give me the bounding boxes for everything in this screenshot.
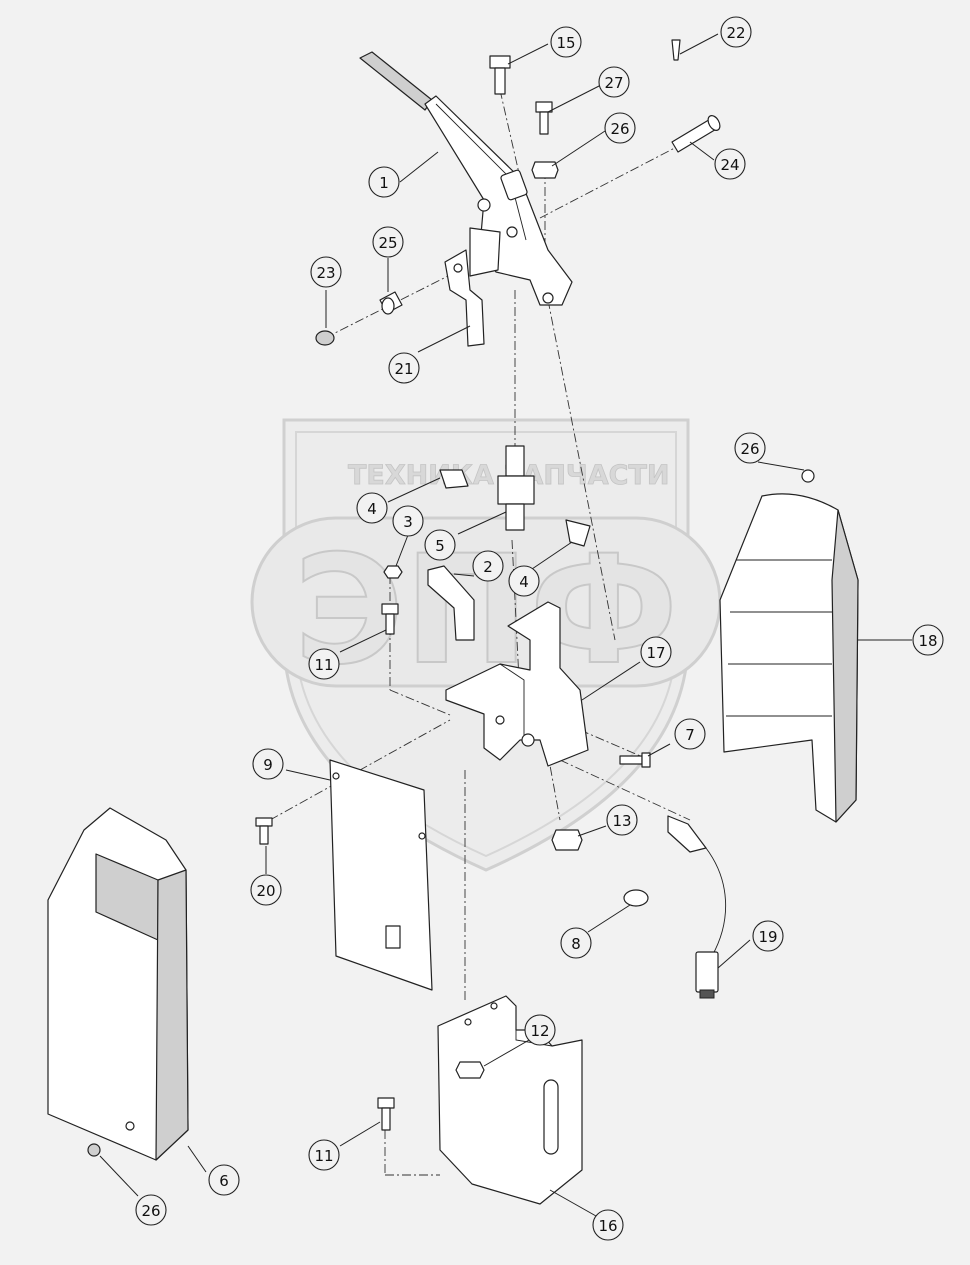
part-18-cover-right xyxy=(719,469,859,823)
callout-18: 18 xyxy=(912,624,944,656)
callout-26: 26 xyxy=(734,432,766,464)
part-24-pin xyxy=(671,115,721,153)
callout-17: 17 xyxy=(640,636,672,668)
callout-1: 1 xyxy=(368,166,400,198)
callout-26: 26 xyxy=(604,112,636,144)
callout-label: 15 xyxy=(556,34,575,52)
part-4-fitting-right xyxy=(565,519,591,547)
callout-label: 22 xyxy=(726,24,745,42)
part-12-nut xyxy=(455,1061,485,1079)
callout-label: 7 xyxy=(685,726,695,744)
part-7-screw xyxy=(619,752,651,768)
callout-7: 7 xyxy=(674,718,706,750)
callout-label: 8 xyxy=(571,935,581,953)
callout-label: 26 xyxy=(740,440,759,458)
part-9-plate xyxy=(329,759,433,991)
callout-24: 24 xyxy=(714,148,746,180)
callout-label: 24 xyxy=(720,156,739,174)
callout-label: 25 xyxy=(378,234,397,252)
callout-label: 11 xyxy=(314,656,333,674)
callout-3: 3 xyxy=(392,505,424,537)
callout-label: 2 xyxy=(483,558,493,576)
callout-19: 19 xyxy=(752,920,784,952)
callout-4: 4 xyxy=(508,565,540,597)
callout-label: 26 xyxy=(141,1202,160,1220)
callout-label: 17 xyxy=(646,644,665,662)
callout-16: 16 xyxy=(592,1209,624,1241)
part-23-washer xyxy=(315,330,335,346)
callout-26: 26 xyxy=(135,1194,167,1226)
callout-8: 8 xyxy=(560,927,592,959)
part-5-valve xyxy=(497,445,535,531)
part-1-lever xyxy=(359,51,573,306)
callout-label: 19 xyxy=(758,928,777,946)
callout-6: 6 xyxy=(208,1164,240,1196)
callout-label: 26 xyxy=(610,120,629,138)
callouts: 1234456789111112131516171819202122232425… xyxy=(135,16,944,1241)
callout-label: 18 xyxy=(918,632,937,650)
callout-label: 5 xyxy=(435,537,445,555)
part-26-nut-top xyxy=(531,161,559,179)
callout-label: 4 xyxy=(367,500,377,518)
part-13-nut xyxy=(551,829,583,851)
callout-label: 13 xyxy=(612,812,631,830)
callout-label: 4 xyxy=(519,573,529,591)
callout-label: 6 xyxy=(219,1172,229,1190)
part-17-housing xyxy=(445,601,589,767)
callout-label: 16 xyxy=(598,1217,617,1235)
callout-label: 9 xyxy=(263,756,273,774)
callout-label: 1 xyxy=(379,174,389,192)
part-20-screw xyxy=(255,817,273,845)
callout-27: 27 xyxy=(598,66,630,98)
callout-2: 2 xyxy=(472,550,504,582)
callout-15: 15 xyxy=(550,26,582,58)
callout-13: 13 xyxy=(606,804,638,836)
callout-label: 23 xyxy=(316,264,335,282)
callout-5: 5 xyxy=(424,529,456,561)
callout-label: 11 xyxy=(314,1147,333,1165)
callout-23: 23 xyxy=(310,256,342,288)
callout-4: 4 xyxy=(356,492,388,524)
part-15-bolt xyxy=(489,55,511,95)
part-11-bolt-lower xyxy=(377,1097,395,1131)
leader-lines xyxy=(99,33,912,1217)
callout-9: 9 xyxy=(252,748,284,780)
callout-label: 20 xyxy=(256,882,275,900)
callout-25: 25 xyxy=(372,226,404,258)
part-16-lower-bracket xyxy=(437,995,583,1205)
callout-11: 11 xyxy=(308,1139,340,1171)
part-26-screw-lower xyxy=(87,1143,101,1157)
callout-label: 12 xyxy=(530,1022,549,1040)
part-4-fitting-left xyxy=(439,469,469,489)
callout-11: 11 xyxy=(308,648,340,680)
part-21-bracket xyxy=(444,249,485,347)
part-11-bolt-upper xyxy=(381,603,399,635)
callout-label: 3 xyxy=(403,513,413,531)
callout-label: 21 xyxy=(394,360,413,378)
part-3-nut xyxy=(383,565,403,579)
part-22-pin xyxy=(671,39,681,61)
part-2-bracket xyxy=(427,565,475,641)
callout-label: 27 xyxy=(604,74,623,92)
callout-22: 22 xyxy=(720,16,752,48)
part-27-bolt xyxy=(535,101,553,135)
part-25-bushing xyxy=(379,291,403,315)
part-6-cover-left xyxy=(47,807,189,1161)
callout-20: 20 xyxy=(250,874,282,906)
callout-12: 12 xyxy=(524,1014,556,1046)
part-8-grommet xyxy=(623,889,649,907)
part-19-sensor xyxy=(667,815,726,999)
callout-21: 21 xyxy=(388,352,420,384)
